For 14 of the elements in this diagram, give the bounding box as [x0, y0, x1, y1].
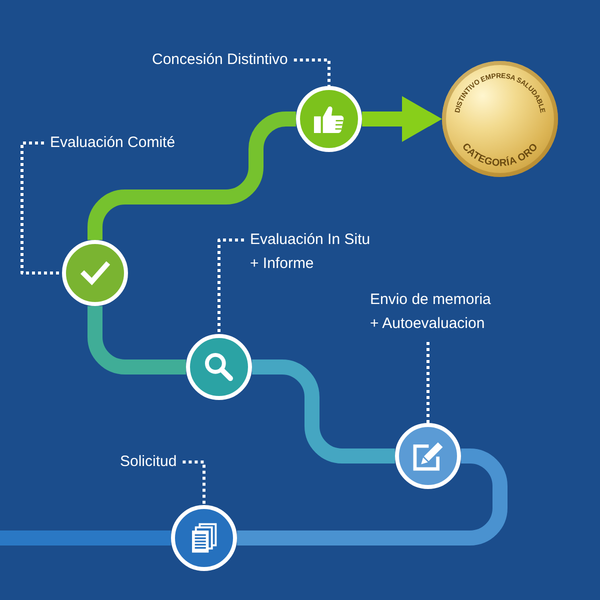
road-segment	[88, 112, 296, 240]
leader-line	[218, 238, 244, 334]
step-label: Concesión Distintivo	[152, 48, 288, 72]
step-label: Evaluación Comité	[50, 131, 176, 155]
leader-line	[182, 460, 206, 505]
leader-line	[20, 142, 62, 274]
leader-line	[426, 342, 430, 423]
road-arrow	[362, 96, 442, 142]
step-label: Solicitud	[120, 450, 177, 474]
road-segment	[0, 530, 171, 546]
step-label: Evaluación In Situ + Informe	[250, 228, 377, 276]
road-segment	[237, 448, 508, 546]
leader-line	[294, 58, 330, 86]
step-label: Envio de memoria + Autoevaluacion	[370, 288, 498, 336]
